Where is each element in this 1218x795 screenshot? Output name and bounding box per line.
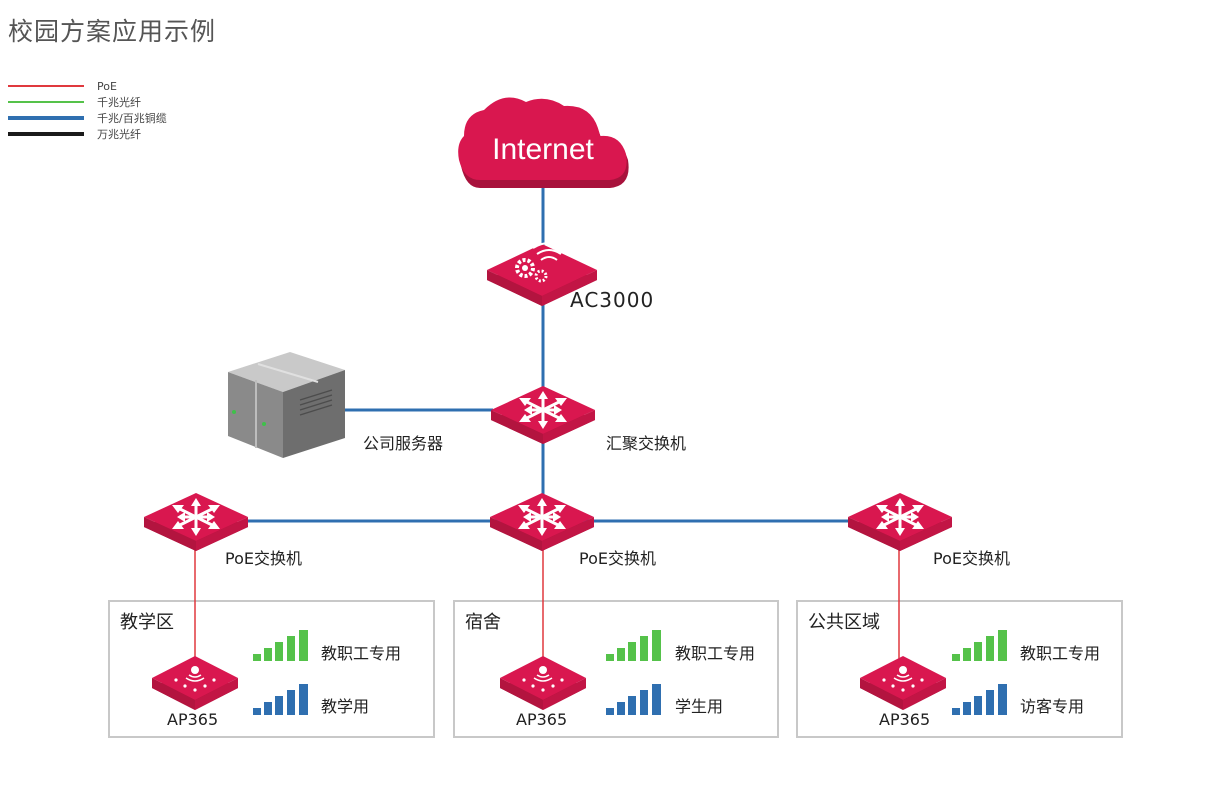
ap-label-public: AP365: [879, 710, 931, 729]
legend-label: PoE: [97, 79, 117, 93]
legend-line-copper: [8, 116, 84, 120]
signal-blue-icon-dormitory: [606, 684, 661, 715]
zone-title: 教学区: [120, 612, 174, 633]
ap-label-dormitory: AP365: [516, 710, 568, 729]
ap-label-teaching: AP365: [167, 710, 219, 729]
poe-links: [194, 535, 900, 666]
ap-icon-dormitory: [499, 655, 587, 711]
signal-green-icon-teaching: [253, 630, 308, 661]
legend-item-copper: 千兆/百兆铜缆: [8, 110, 167, 126]
legend: PoE 千兆光纤 千兆/百兆铜缆 万兆光纤: [8, 78, 167, 142]
poe-switch-mid-label: PoE交换机: [579, 549, 656, 568]
signal-green-icon-public: [952, 630, 1007, 661]
signal-blue-icon-teaching: [253, 684, 308, 715]
server-label: 公司服务器: [363, 434, 444, 453]
ac-controller-icon: [487, 242, 597, 306]
zone-public: 公共区域: [796, 600, 1123, 738]
poe-switch-left-icon: [142, 491, 250, 553]
zone-teaching: 教学区: [108, 600, 435, 738]
poe-switch-right-label: PoE交换机: [933, 549, 1010, 568]
internet-cloud-icon: [458, 97, 629, 188]
page-title: 校园方案应用示例: [8, 17, 217, 46]
legend-item-gigabit-fiber: 千兆光纤: [8, 94, 167, 110]
ssid-student: 学生用: [675, 697, 724, 716]
ssid-teaching: 教学用: [321, 697, 370, 716]
ssid-staff-teaching: 教职工专用: [321, 644, 402, 663]
poe-switch-mid-icon: [488, 491, 596, 553]
zone-dormitory: 宿舍: [453, 600, 779, 738]
legend-line-gigabit-fiber: [8, 101, 84, 103]
copper-links: [246, 182, 850, 523]
legend-label: 千兆/百兆铜缆: [97, 112, 167, 125]
ssid-guest: 访客专用: [1020, 697, 1085, 716]
zone-title: 公共区域: [808, 612, 880, 633]
legend-label: 万兆光纤: [97, 128, 141, 141]
internet-label: Internet: [492, 133, 594, 166]
ap-icon-public: [859, 655, 947, 711]
ssid-staff-dormitory: 教职工专用: [675, 644, 756, 663]
core-switch-label: 汇聚交换机: [606, 434, 687, 453]
legend-line-poe: [8, 85, 84, 87]
core-switch-icon: [489, 384, 597, 446]
signal-blue-icon-public: [952, 684, 1007, 715]
legend-item-10g-fiber: 万兆光纤: [8, 126, 167, 142]
legend-line-10g-fiber: [8, 132, 84, 136]
ac-label: AC3000: [570, 288, 655, 312]
server-icon: [228, 352, 345, 458]
ap-icon-teaching: [151, 655, 239, 711]
poe-switch-left-label: PoE交换机: [225, 549, 302, 568]
poe-switch-right-icon: [846, 491, 954, 553]
zone-title: 宿舍: [465, 612, 501, 633]
signal-green-icon-dormitory: [606, 630, 661, 661]
ssid-staff-public: 教职工专用: [1020, 644, 1101, 663]
legend-label: 千兆光纤: [97, 96, 141, 109]
legend-item-poe: PoE: [8, 78, 167, 94]
